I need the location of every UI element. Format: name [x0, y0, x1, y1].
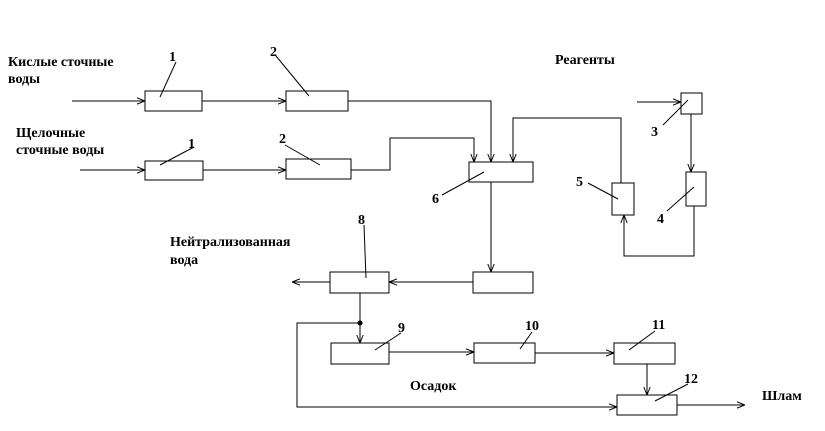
- box-9: [330, 342, 390, 365]
- number-11: 11: [652, 318, 665, 333]
- leader-1-top: [159, 61, 177, 98]
- neutralized-water-label-line1: Нейтрализованная: [170, 235, 291, 250]
- alkaline-water-label-line1: Щелочные: [16, 126, 85, 141]
- number-1-top: 1: [169, 50, 176, 65]
- leader-2-bottom: [284, 144, 321, 166]
- leader-6: [441, 171, 485, 196]
- box-10: [473, 342, 536, 364]
- box-11: [613, 342, 676, 365]
- box-2-acid: [285, 90, 349, 112]
- neutralized-water-label-line2: вода: [170, 253, 198, 268]
- leader-5: [587, 182, 619, 200]
- box-8: [329, 271, 390, 294]
- arrow-4-to-5: [624, 206, 695, 257]
- sludge-label: Шлам: [762, 389, 802, 404]
- alkaline-water-label-line2: сточные воды: [16, 143, 104, 158]
- box-5: [611, 182, 635, 216]
- box-1-acid: [144, 90, 203, 112]
- number-10: 10: [525, 319, 539, 334]
- leader-4: [666, 186, 695, 212]
- number-4: 4: [657, 212, 664, 227]
- number-8: 8: [358, 213, 365, 228]
- acid-to-mixer-line: [348, 100, 491, 162]
- arrow-5-to-mixer: [513, 117, 622, 183]
- number-5: 5: [576, 175, 583, 190]
- acid-water-label-line1: Кислые сточные: [8, 55, 114, 70]
- reagents-label: Реагенты: [555, 53, 615, 68]
- number-6: 6: [432, 192, 439, 207]
- number-2-bottom: 2: [279, 132, 286, 147]
- number-12: 12: [684, 372, 698, 387]
- box-4: [685, 171, 707, 207]
- sediment-label: Осадок: [410, 379, 457, 394]
- box-6-mixer: [468, 161, 534, 183]
- box-2-alkaline: [285, 158, 352, 180]
- alkaline-to-mixer-line: [351, 137, 474, 171]
- leader-1-bottom: [159, 146, 195, 166]
- number-9: 9: [398, 321, 405, 336]
- number-1-bottom: 1: [188, 137, 195, 152]
- leader-8: [363, 224, 367, 279]
- box-12: [616, 394, 678, 416]
- bypass-line-to-12: [296, 322, 617, 407]
- acid-water-label-line2: воды: [8, 72, 40, 87]
- leader-12: [654, 383, 689, 402]
- number-2-top: 2: [270, 45, 277, 60]
- leader-10: [519, 331, 533, 350]
- leader-3: [662, 99, 689, 126]
- leader-9: [374, 332, 402, 351]
- box-1-alkaline: [144, 160, 204, 181]
- leader-11: [628, 330, 656, 351]
- box-settler: [472, 271, 534, 294]
- leader-2-top: [275, 55, 310, 97]
- number-3: 3: [651, 125, 658, 140]
